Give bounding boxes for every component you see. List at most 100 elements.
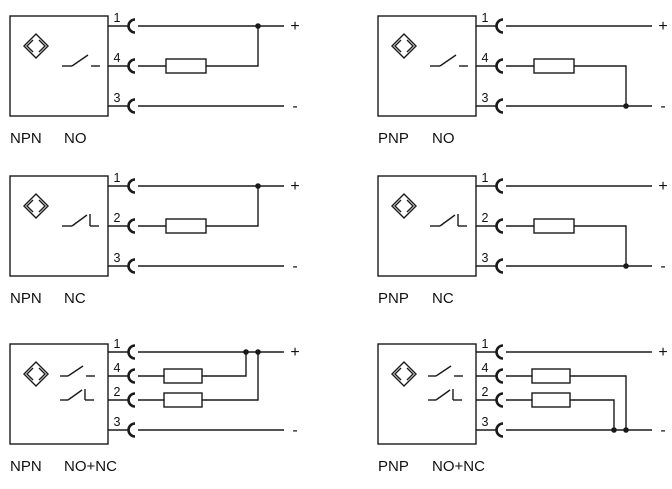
diagram-pnp-no: 1 + 4 3 - PNP NO (377, 11, 668, 147)
diagram-cell-npn-no: 1 + 4 3 - NPN NO (6, 10, 306, 158)
plus-terminal: + (658, 344, 667, 361)
connector-icon (127, 178, 136, 194)
proximity-sensor-icon (391, 33, 417, 59)
pin-wire-3: 3 (108, 415, 284, 438)
minus-terminal: - (660, 98, 665, 115)
pin-number: 2 (482, 385, 489, 399)
pin-number: 1 (482, 171, 489, 185)
proximity-sensor-icon (23, 33, 49, 59)
mode-label: NO (432, 130, 455, 147)
pin-wire-3: 3 (108, 251, 284, 274)
wire (202, 352, 247, 377)
connector-icon (127, 344, 136, 360)
proximity-sensor-icon (391, 193, 417, 219)
connector-icon (495, 218, 504, 234)
wire (574, 225, 627, 266)
minus-terminal: - (660, 422, 665, 439)
connector-icon (495, 18, 504, 34)
connector-icon (495, 58, 504, 74)
pin-wire-3: 3 (476, 415, 652, 438)
plus-terminal: + (658, 18, 667, 35)
family-label: PNP (378, 458, 409, 475)
connector-icon (127, 98, 136, 114)
pin-wire-2-load: 2 (108, 183, 261, 234)
connector-icon (495, 258, 504, 274)
pin-number: 3 (482, 251, 489, 265)
connector-icon (127, 18, 136, 34)
diagram-cell-pnp-no: 1 + 4 3 - PNP NO (374, 10, 672, 158)
load-resistor (163, 368, 203, 384)
diagram-cell-pnp-nc: 1 + 2 3 - PNP NC (374, 170, 672, 318)
pin-number: 1 (114, 338, 121, 351)
pin-number: 3 (114, 415, 121, 429)
junction-dot (255, 183, 261, 189)
load-resistor (533, 218, 575, 234)
junction-dot (255, 349, 261, 355)
pin-number: 4 (482, 361, 489, 375)
nc-contact-icon (62, 214, 99, 227)
connector-icon (495, 392, 504, 408)
nc-contact-icon (60, 389, 94, 401)
pin-wire-2-load: 2 (108, 349, 261, 408)
pin-number: 3 (482, 91, 489, 105)
diagram-npn-nc: 1 + 2 3 - NPN NC (9, 171, 300, 307)
wire (570, 399, 615, 430)
connector-icon (495, 368, 504, 384)
proximity-sensor-icon (23, 193, 49, 219)
pin-wire-3: 3 (476, 251, 652, 274)
junction-dot (243, 349, 249, 355)
pin-wire-4-load: 4 (108, 349, 249, 384)
pin-number: 3 (114, 91, 121, 105)
load-resistor (165, 58, 207, 74)
pin-number: 3 (482, 415, 489, 429)
connector-icon (127, 218, 136, 234)
pin-number: 1 (482, 338, 489, 351)
pin-number: 4 (114, 51, 121, 65)
diagram-npn-no: 1 + 4 3 - NPN NO (9, 11, 300, 147)
diagram-cell-pnp-nonc: 1 + 4 2 (374, 337, 672, 486)
pin-number: 4 (114, 361, 121, 375)
wire (202, 352, 259, 401)
minus-terminal: - (660, 258, 665, 275)
pin-number: 4 (482, 51, 489, 65)
mode-label: NC (64, 290, 86, 307)
load-resistor (531, 368, 571, 384)
pin-number: 1 (114, 171, 121, 185)
wire (206, 26, 259, 67)
pin-number: 2 (114, 385, 121, 399)
pin-number: 2 (482, 211, 489, 225)
family-label: NPN (10, 458, 42, 475)
minus-terminal: - (292, 422, 297, 439)
nc-contact-icon (430, 214, 467, 227)
load-resistor (533, 58, 575, 74)
sensor-body (377, 343, 477, 445)
minus-terminal: - (292, 98, 297, 115)
pin-wire-4-load: 4 (476, 361, 629, 433)
wire (570, 375, 627, 430)
pin-wire-2-load: 2 (476, 385, 617, 433)
mode-label: NO (64, 130, 87, 147)
wire (206, 186, 259, 227)
pin-number: 3 (114, 251, 121, 265)
connector-icon (495, 178, 504, 194)
diagram-cell-npn-nonc: 1 + 4 2 (6, 337, 306, 486)
family-label: NPN (10, 130, 42, 147)
nc-contact-icon (428, 389, 462, 401)
connector-icon (127, 392, 136, 408)
pin-number: 1 (482, 11, 489, 25)
minus-terminal: - (292, 258, 297, 275)
plus-terminal: + (290, 344, 299, 361)
diagram-pnp-nonc: 1 + 4 2 (377, 337, 668, 475)
pin-wire-4-load: 4 (108, 23, 261, 74)
no-contact-icon (62, 54, 100, 67)
family-label: NPN (10, 290, 42, 307)
no-contact-icon (60, 365, 95, 377)
wire (574, 65, 627, 106)
diagram-cell-npn-nc: 1 + 2 3 - NPN NC (6, 170, 306, 318)
pin-wire-1: 1 (476, 337, 652, 360)
junction-dot (255, 23, 261, 29)
connector-icon (127, 422, 136, 438)
pin-wire-4-load: 4 (476, 51, 629, 109)
pin-number: 1 (114, 11, 121, 25)
connector-icon (127, 258, 136, 274)
